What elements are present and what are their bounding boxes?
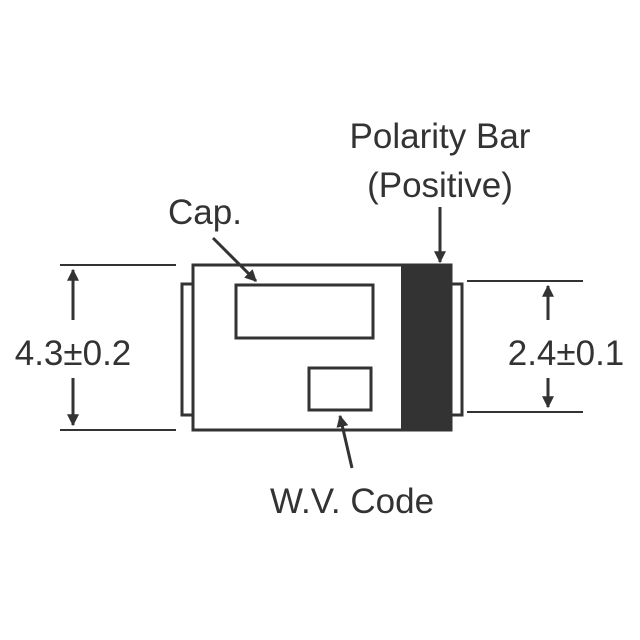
wv-code-leader-arrow bbox=[336, 414, 354, 469]
height-terminal-dimension: 2.4±0.1 bbox=[508, 334, 625, 373]
wv-code-box bbox=[307, 366, 373, 412]
right-terminal bbox=[449, 282, 464, 417]
cap-label: Cap. bbox=[168, 193, 242, 232]
polarity-bar-label: Polarity Bar bbox=[350, 117, 531, 156]
polarity-positive-label: (Positive) bbox=[367, 166, 513, 205]
cap-leader-arrow bbox=[211, 236, 258, 283]
cap-marking-box bbox=[234, 283, 375, 340]
polarity-bar bbox=[401, 265, 451, 430]
height-total-dimension: 4.3±0.2 bbox=[15, 334, 132, 373]
wv-code-label: W.V. Code bbox=[270, 482, 434, 521]
left-terminal bbox=[180, 282, 195, 417]
